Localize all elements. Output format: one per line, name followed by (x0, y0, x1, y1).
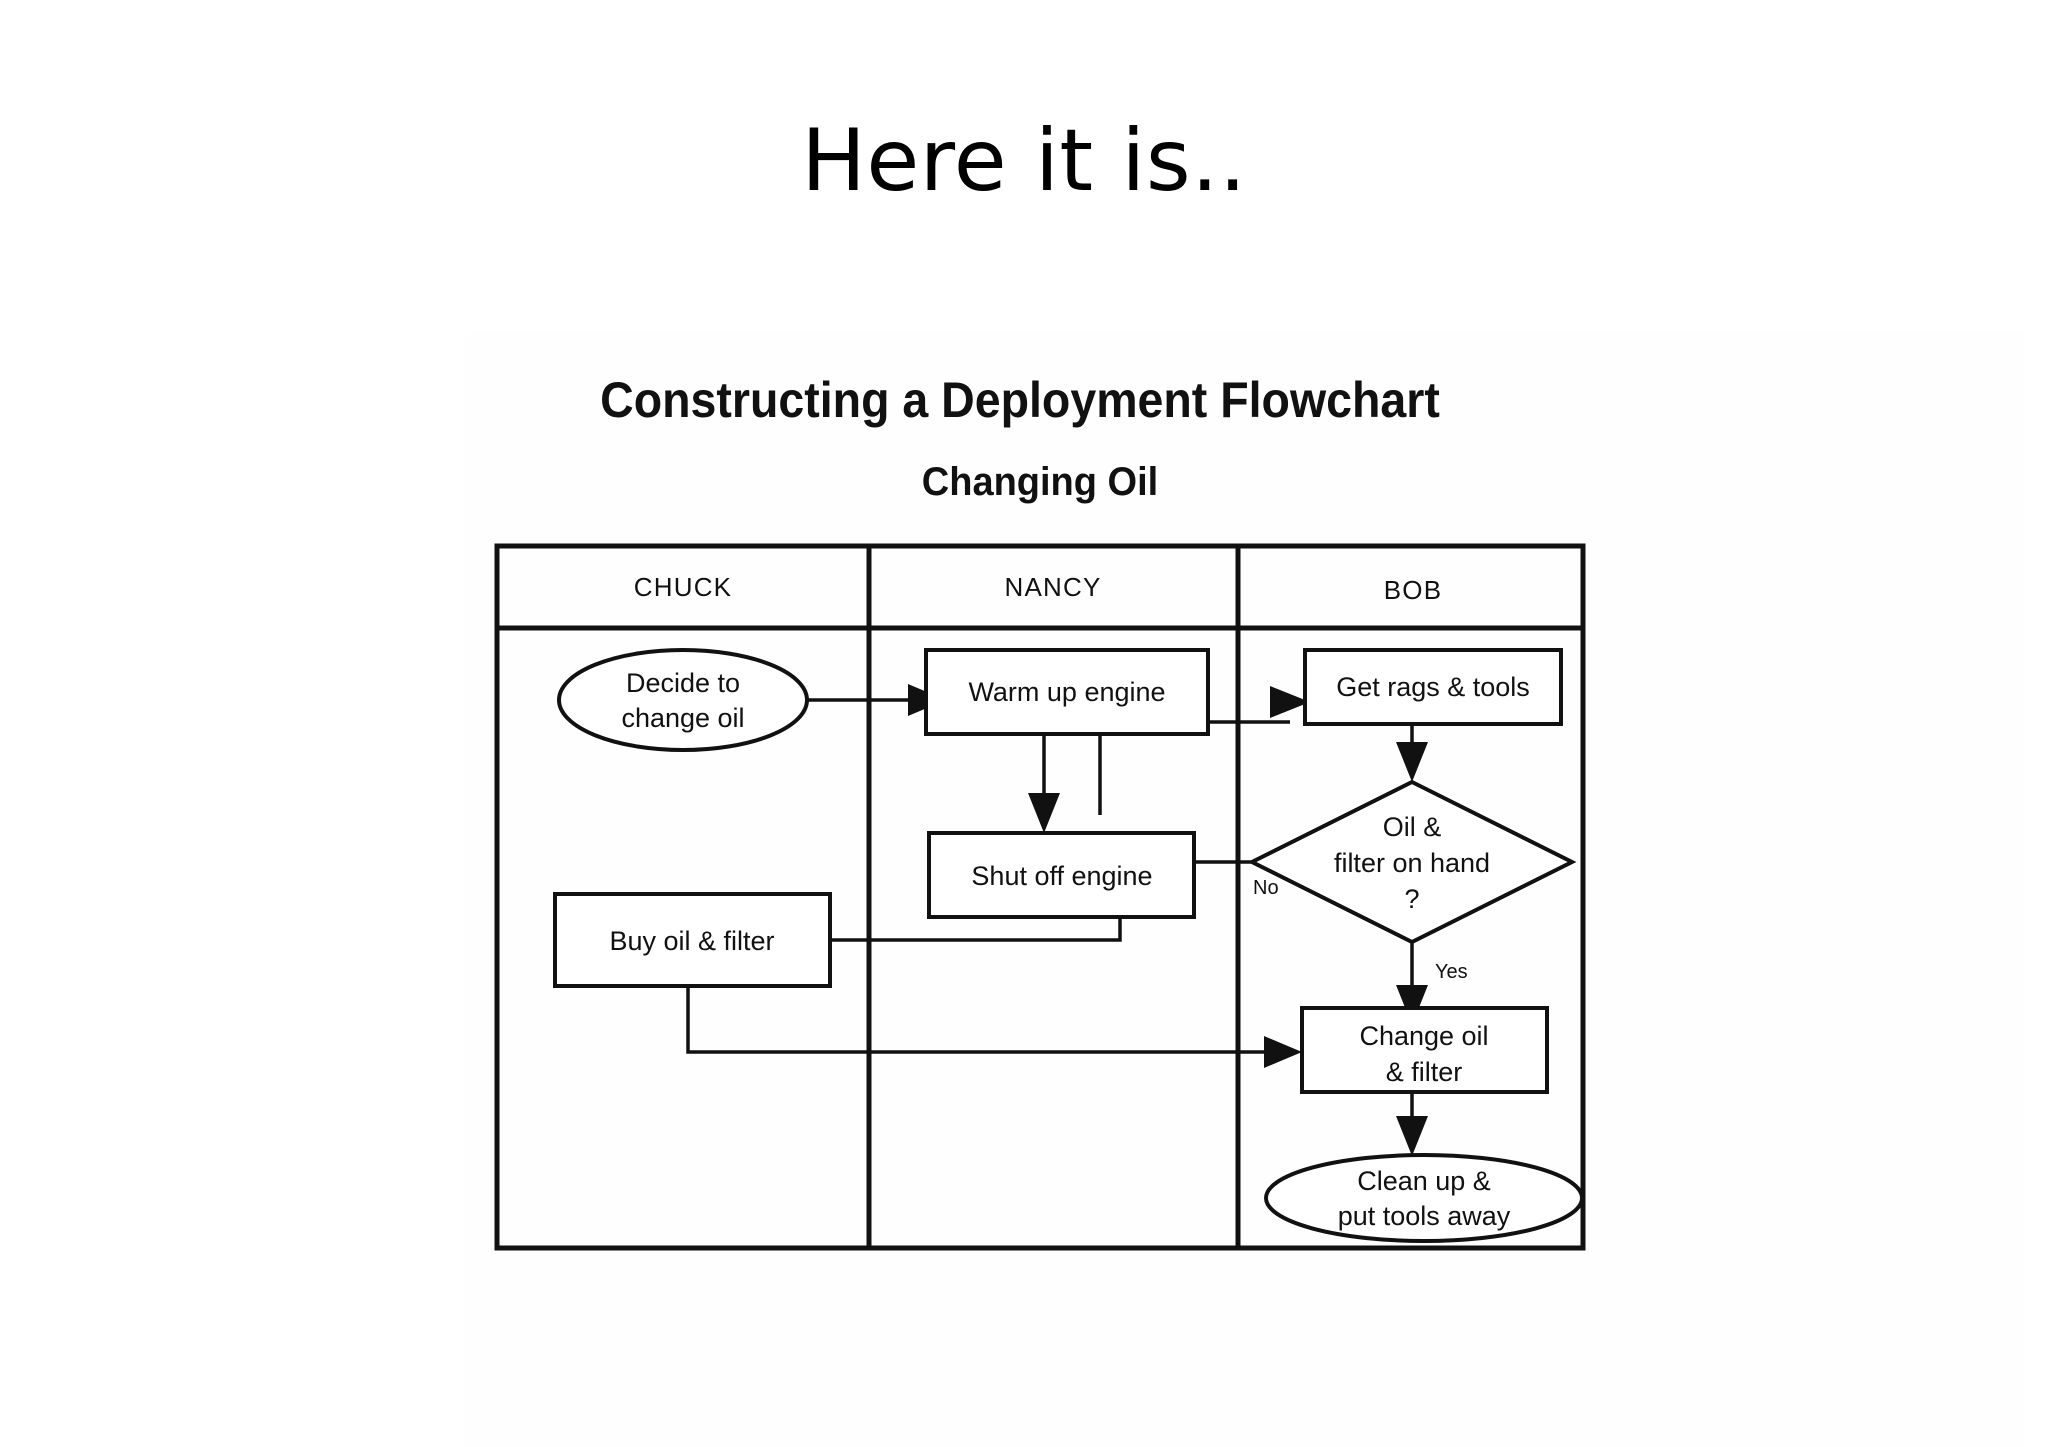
rect-shape (553, 892, 832, 988)
node-oil-filter-on-hand-line3: ? (1404, 884, 1419, 914)
edge-label-no: No (1253, 877, 1279, 899)
node-change-oil-filter-line2: & filter (1386, 1057, 1463, 1087)
node-decide-change-oil-line1: Decide to (626, 668, 740, 698)
page-title: Here it is.. (801, 111, 1247, 211)
node-oil-filter-on-hand[interactable]: Oil & filter on hand ? (1247, 779, 1577, 945)
node-get-rags-tools-label: Get rags & tools (1336, 672, 1530, 702)
node-clean-up-line1: Clean up & (1357, 1166, 1491, 1196)
rect-shape (1300, 1006, 1549, 1094)
node-warm-up-engine[interactable]: Warm up engine (924, 648, 1210, 736)
node-shut-off-engine-label: Shut off engine (971, 861, 1152, 891)
node-oil-filter-on-hand-line2: filter on hand (1334, 848, 1490, 878)
diamond-shape (1247, 779, 1577, 945)
ellipse-shape (1264, 1153, 1584, 1243)
ellipse-shape (557, 648, 809, 752)
node-shut-off-engine[interactable]: Shut off engine (927, 831, 1196, 919)
edge-labels: No Yes (1253, 877, 1468, 983)
node-change-oil-filter[interactable]: Change oil & filter (1300, 1006, 1549, 1094)
arrowhead-changeoil-to-cleanup (1396, 1116, 1428, 1156)
lane-header-bob: BOB (1384, 575, 1443, 605)
figure-subheading: Changing Oil (921, 460, 1159, 504)
arrowhead-decision-yes-to-changeoil (1396, 985, 1428, 1025)
node-change-oil-filter-line1: Change oil (1359, 1021, 1488, 1051)
node-clean-up-put-tools-away[interactable]: Clean up & put tools away (1264, 1153, 1584, 1243)
swimlane-frame (494, 543, 1586, 1251)
figure-heading: Constructing a Deployment Flowchart (600, 372, 1440, 428)
node-buy-oil-filter-label: Buy oil & filter (609, 926, 774, 956)
arrowhead-getrags-to-decision (1396, 742, 1428, 782)
node-warm-up-engine-label: Warm up engine (968, 677, 1165, 707)
edge-label-yes: Yes (1435, 961, 1468, 983)
arrowhead-warmup-to-shutoff (1028, 793, 1060, 833)
rect-shape (1303, 648, 1563, 726)
lane-headers: CHUCK NANCY BOB (634, 572, 1443, 605)
node-get-rags-tools[interactable]: Get rags & tools (1303, 648, 1563, 726)
node-oil-filter-on-hand-line1: Oil & (1383, 812, 1442, 842)
rect-shape (924, 648, 1210, 736)
node-decide-change-oil-line2: change oil (621, 703, 744, 733)
frame-border (494, 543, 1586, 1251)
node-clean-up-line2: put tools away (1338, 1201, 1511, 1231)
figure-panel (465, 330, 2025, 1447)
edge-buyoil-to-changeoil (686, 986, 1282, 1054)
node-decide-change-oil[interactable]: Decide to change oil (557, 648, 809, 752)
lane-header-chuck: CHUCK (634, 572, 732, 602)
arrowhead-shutoff-to-getrags (1270, 686, 1310, 718)
lane-header-nancy: NANCY (1004, 572, 1101, 602)
node-buy-oil-filter[interactable]: Buy oil & filter (553, 892, 832, 988)
arrowhead-buyoil-to-changeoil (1264, 1036, 1302, 1068)
rect-shape (927, 831, 1196, 919)
